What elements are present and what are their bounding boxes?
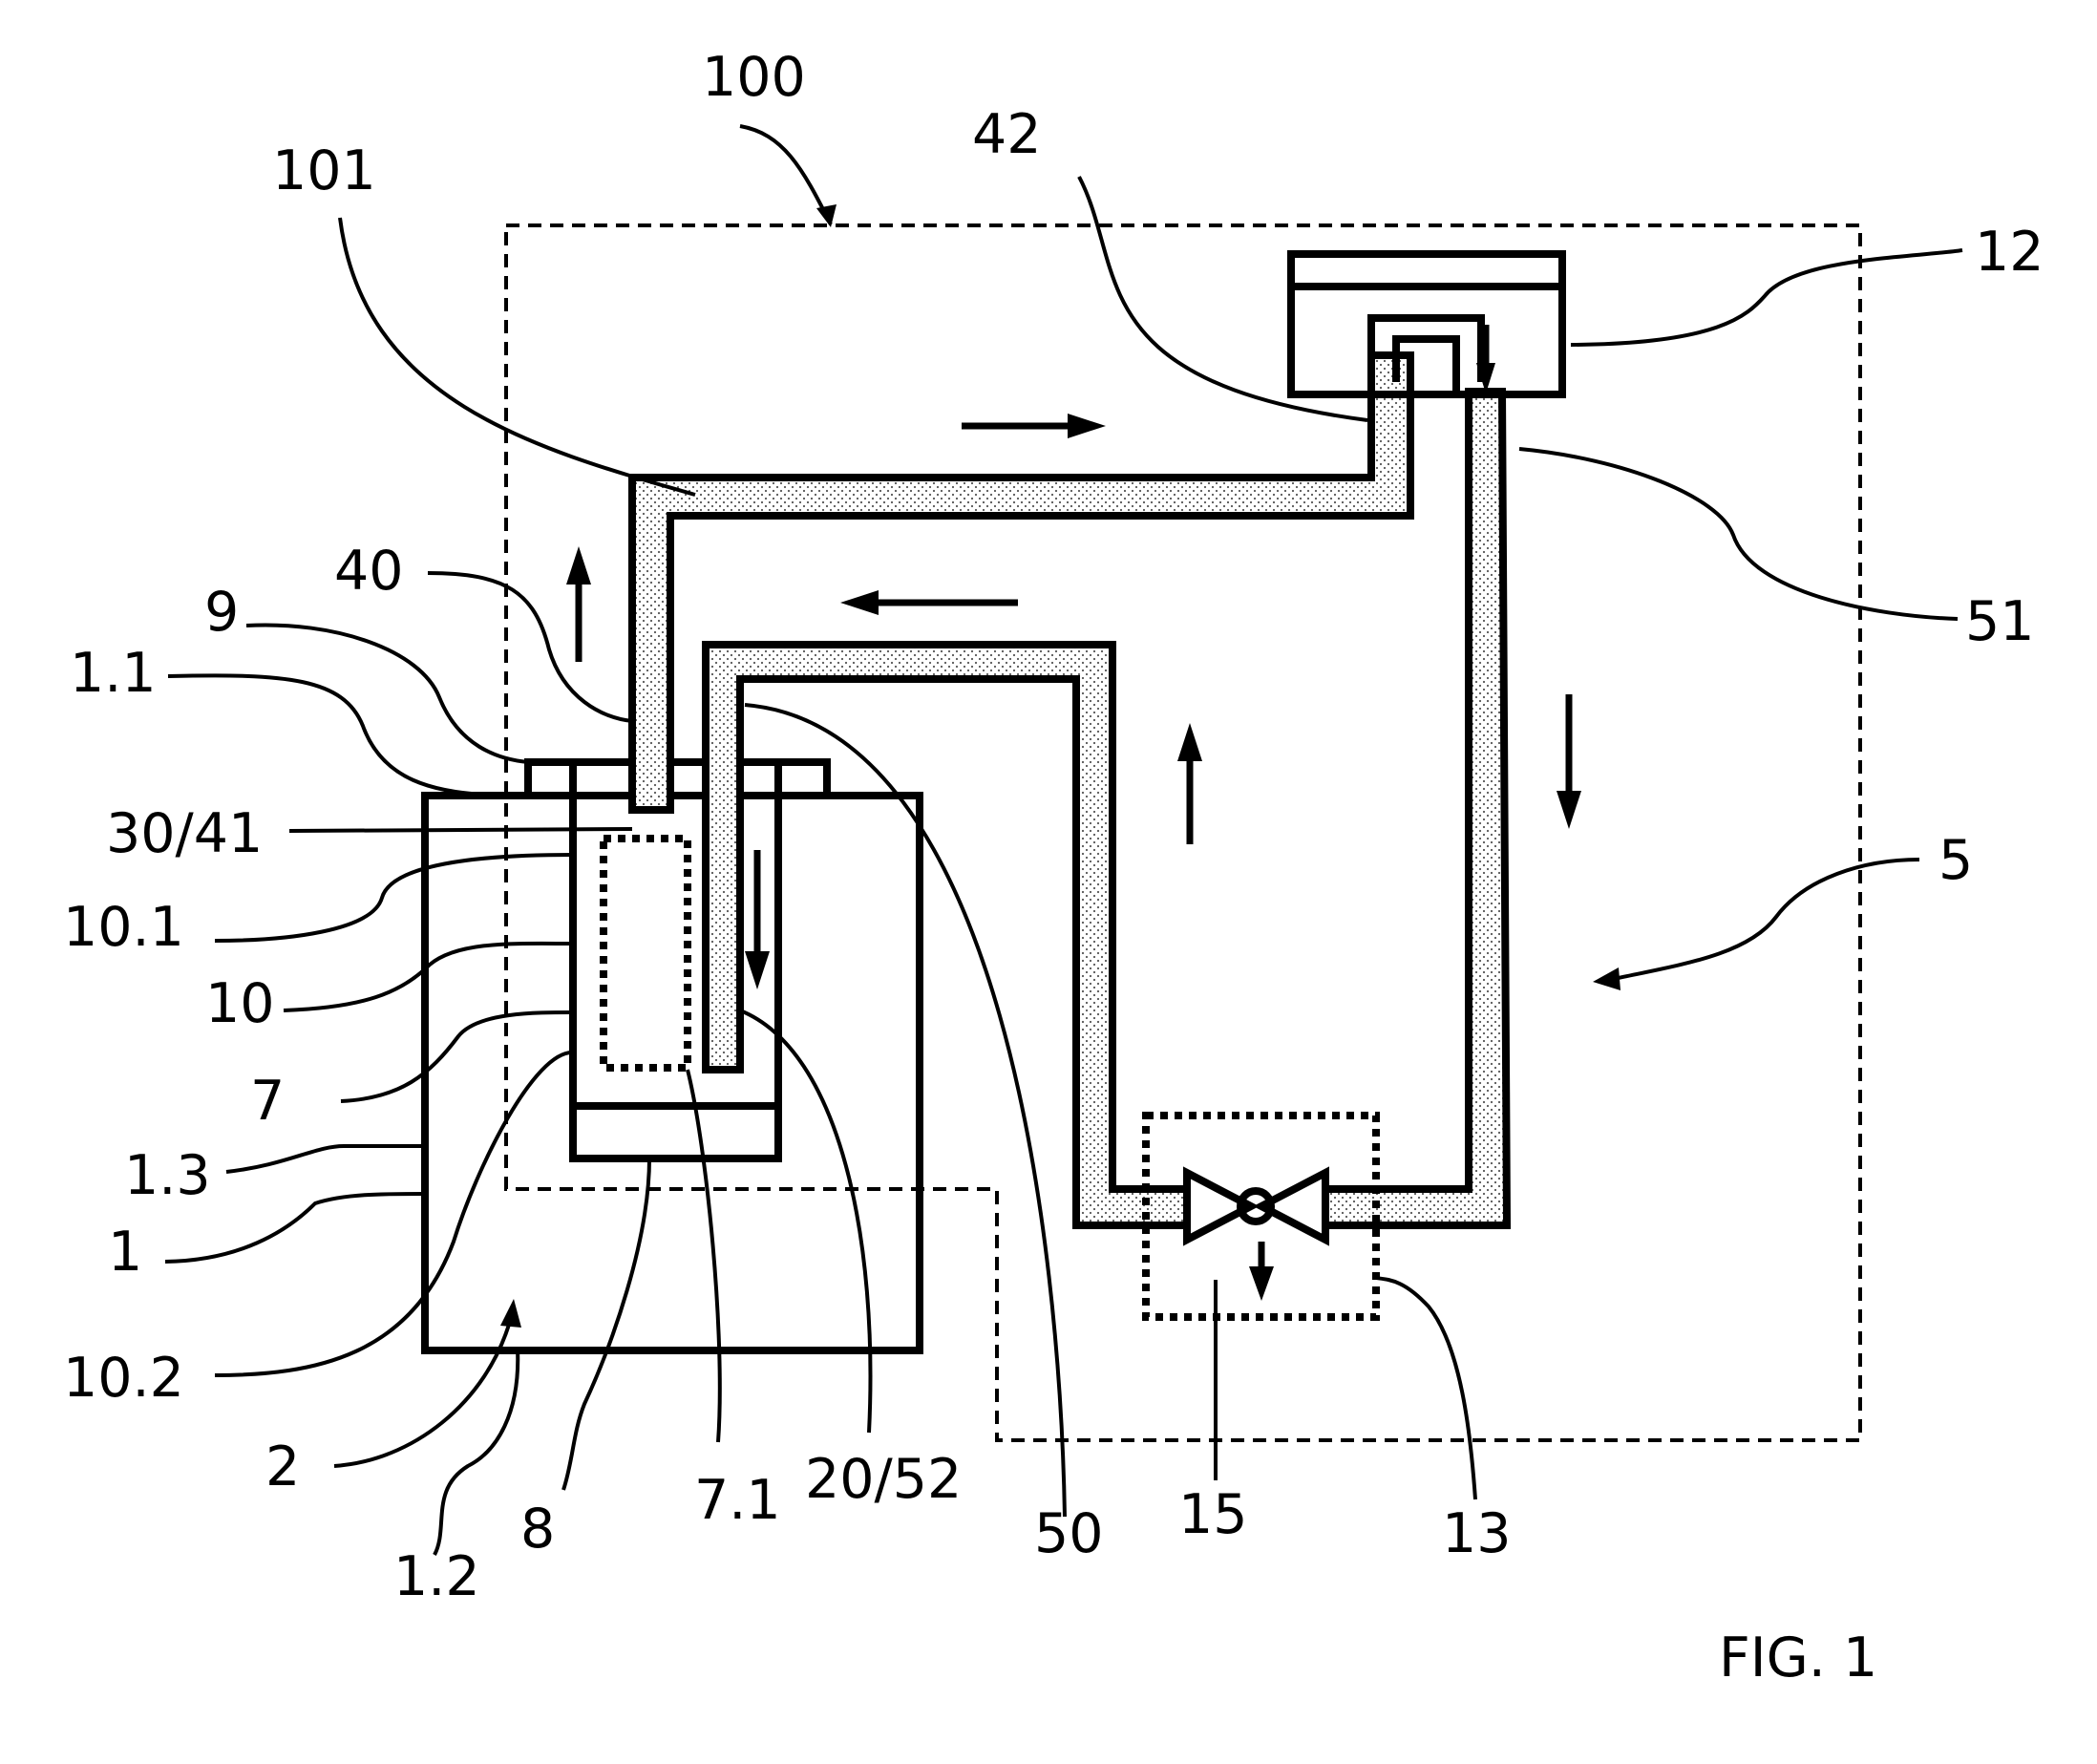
label-8: 8 [520,1498,555,1561]
label-10-1: 10.1 [63,896,184,959]
valve-box-13 [1142,1112,1380,1321]
label-20-52: 20/52 [805,1448,962,1511]
label-10: 10 [205,972,275,1035]
label-101: 101 [272,139,376,202]
label-50: 50 [1034,1502,1104,1565]
base-8 [569,1102,782,1162]
flow-arrows [566,325,1581,1301]
housing-1 [421,792,923,1354]
label-7: 7 [250,1070,285,1133]
label-1-3: 1.3 [124,1144,211,1207]
leader-lines [164,124,1963,1556]
figure-title: FIG. 1 [1719,1626,1877,1690]
label-40: 40 [334,540,404,603]
label-5: 5 [1938,829,1973,892]
label-51: 51 [1965,590,2035,653]
label-42: 42 [972,103,1042,166]
reference-labels: 100 101 42 12 51 40 9 1.1 30/41 10.1 10 … [63,46,2044,1608]
label-13: 13 [1442,1502,1512,1565]
system-boundary-100 [504,223,1862,1442]
tank-tube [1367,314,1485,392]
element-7 [600,835,691,1072]
label-30-41: 30/41 [106,802,263,865]
label-15: 15 [1178,1483,1248,1546]
label-9: 9 [204,581,239,644]
pipe-50 [702,641,1191,1229]
valve-15 [1183,1166,1329,1246]
label-2: 2 [265,1435,300,1498]
tank-12 [1287,250,1566,398]
label-1-2: 1.2 [393,1545,480,1608]
label-100: 100 [702,46,806,109]
label-10-2: 10.2 [63,1347,184,1410]
pipe-101 [628,351,1414,814]
label-12: 12 [1975,221,2044,284]
label-1-1: 1.1 [70,642,157,705]
label-1: 1 [108,1221,142,1284]
label-7-1: 7.1 [694,1469,781,1532]
